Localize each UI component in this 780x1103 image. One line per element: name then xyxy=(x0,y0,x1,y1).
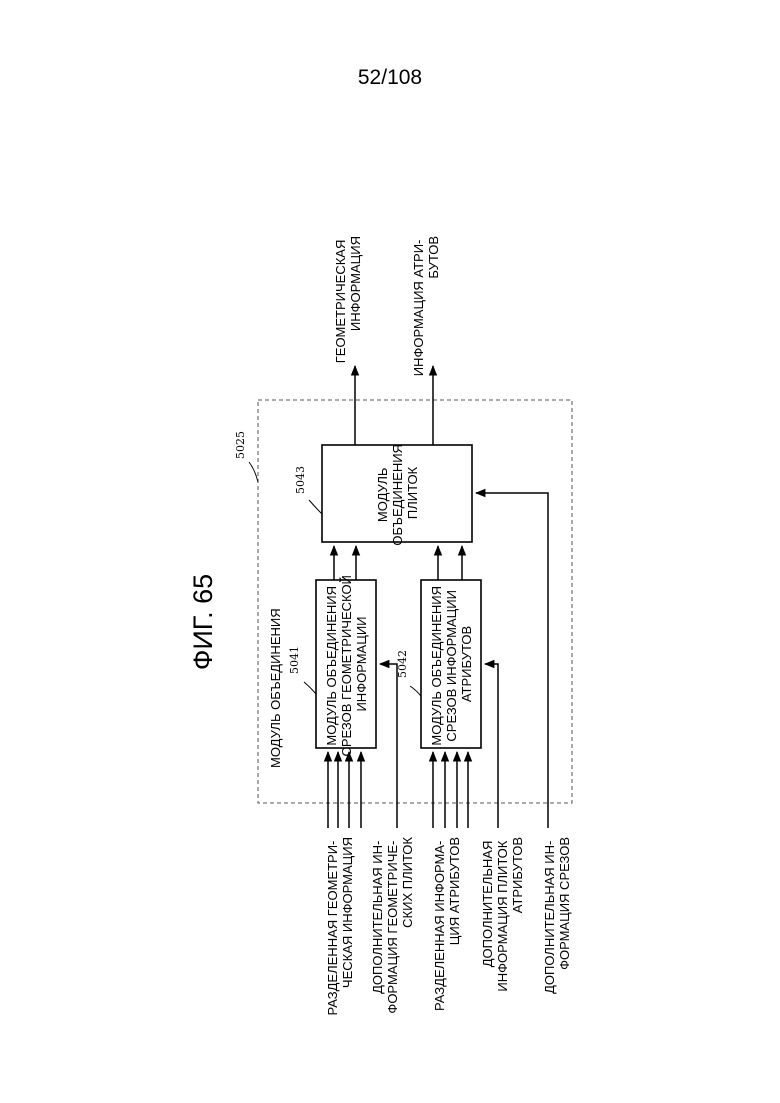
slice-additional-line-2: ФОРМАЦИЯ СРЕЗОВ xyxy=(557,837,572,970)
tile-merge-line-3: ПЛИТОК xyxy=(405,466,420,519)
divided-geometry-line-1: РАЗДЕЛЕННАЯ ГЕОМЕТРИ- xyxy=(325,841,340,1016)
divided-attributes-line-1: РАЗДЕЛЕННАЯ ИНФОРМА- xyxy=(432,841,447,1011)
attribute-slice-merge-ref-leader xyxy=(410,686,421,696)
divided-geometry-label: РАЗДЕЛЕННАЯ ГЕОМЕТРИ- ЧЕСКАЯ ИНФОРМАЦИЯ xyxy=(325,837,355,1016)
merge-module-label: МОДУЛЬ ОБЪЕДИНЕНИЯ xyxy=(268,608,283,768)
attribute-tile-additional-label: ДОПОЛНИТЕЛЬНАЯ ИНФОРМАЦИЯ ПЛИТОК АТРИБУТ… xyxy=(480,837,525,992)
geometry-slice-merge-line-1: МОДУЛЬ ОБЪЕДИНЕНИЯ xyxy=(324,586,339,746)
slice-additional-arrow xyxy=(476,493,548,828)
tile-merge-label: МОДУЛЬ ОБЪЕДИНЕНИЯ ПЛИТОК xyxy=(375,440,420,545)
slice-additional-line-1: ДОПОЛНИТЕЛЬНАЯ ИН- xyxy=(542,841,557,994)
geometry-slice-merge-label: МОДУЛЬ ОБЪЕДИНЕНИЯ СРЕЗОВ ГЕОМЕТРИЧЕСКОЙ… xyxy=(324,571,369,756)
merge-module-boundary xyxy=(258,400,572,803)
geometry-slice-merge-line-3: ИНФОРМАЦИИ xyxy=(354,616,369,711)
tile-merge-line-2: ОБЪЕДИНЕНИЯ xyxy=(390,444,405,546)
attributes-to-tile-merge-arrows xyxy=(438,546,462,580)
divided-geometry-arrows xyxy=(328,752,361,828)
geometry-output-line-1: ГЕОМЕТРИЧЕСКАЯ xyxy=(333,240,348,364)
attribute-slice-merge-label: МОДУЛЬ ОБЪЕДИНЕНИЯ СРЕЗОВ ИНФОРМАЦИИ АТР… xyxy=(429,582,474,745)
tile-merge-line-1: МОДУЛЬ xyxy=(375,468,390,523)
attribute-slice-merge-line-2: СРЕЗОВ ИНФОРМАЦИИ xyxy=(444,590,459,742)
divided-attributes-label: РАЗДЕЛЕННАЯ ИНФОРМА- ЦИЯ АТРИБУТОВ xyxy=(432,837,462,1011)
attributes-output-line-2: БУТОВ xyxy=(426,236,441,279)
geometry-tile-additional-line-2: ФОРМАЦИЯ ГЕОМЕТРИЧЕ- xyxy=(385,841,400,1014)
geometry-output-line-2: ИНФОРМАЦИЯ xyxy=(348,236,363,331)
figure-title: ФИГ. 65 xyxy=(188,574,218,670)
geometry-output-label: ГЕОМЕТРИЧЕСКАЯ ИНФОРМАЦИЯ xyxy=(333,236,363,363)
tile-merge-ref: 5043 xyxy=(294,466,307,494)
divided-attributes-line-2: ЦИЯ АТРИБУТОВ xyxy=(447,837,462,945)
tile-merge-ref-leader xyxy=(309,500,322,514)
merge-module-ref: 5025 xyxy=(234,431,247,459)
slice-additional-label: ДОПОЛНИТЕЛЬНАЯ ИН- ФОРМАЦИЯ СРЕЗОВ xyxy=(542,837,572,994)
geometry-tile-additional-line-1: ДОПОЛНИТЕЛЬНАЯ ИН- xyxy=(370,841,385,994)
attributes-output-line-1: ИНФОРМАЦИЯ АТРИ- xyxy=(411,240,426,377)
attribute-tile-additional-line-3: АТРИБУТОВ xyxy=(510,837,525,913)
geometry-tile-additional-line-3: СКИХ ПЛИТОК xyxy=(400,837,415,928)
geometry-tile-additional-label: ДОПОЛНИТЕЛЬНАЯ ИН- ФОРМАЦИЯ ГЕОМЕТРИЧЕ- … xyxy=(370,837,415,1014)
geometry-slice-merge-line-2: СРЕЗОВ ГЕОМЕТРИЧЕСКОЙ xyxy=(339,575,354,756)
geometry-slice-merge-ref-leader xyxy=(304,682,316,694)
geometry-slice-merge-ref: 5041 xyxy=(288,646,301,674)
divided-geometry-line-2: ЧЕСКАЯ ИНФОРМАЦИЯ xyxy=(340,837,355,988)
attribute-slice-merge-line-3: АТРИБУТОВ xyxy=(459,626,474,702)
attribute-tile-additional-line-2: ИНФОРМАЦИЯ ПЛИТОК xyxy=(495,840,510,991)
attribute-slice-merge-line-1: МОДУЛЬ ОБЪЕДИНЕНИЯ xyxy=(429,586,444,746)
merge-module-ref-leader xyxy=(249,462,258,482)
attribute-slice-merge-ref: 5042 xyxy=(396,650,409,678)
divided-attributes-arrows xyxy=(433,752,468,828)
attributes-output-label: ИНФОРМАЦИЯ АТРИ- БУТОВ xyxy=(411,236,441,376)
attribute-tile-additional-line-1: ДОПОЛНИТЕЛЬНАЯ xyxy=(480,841,495,968)
